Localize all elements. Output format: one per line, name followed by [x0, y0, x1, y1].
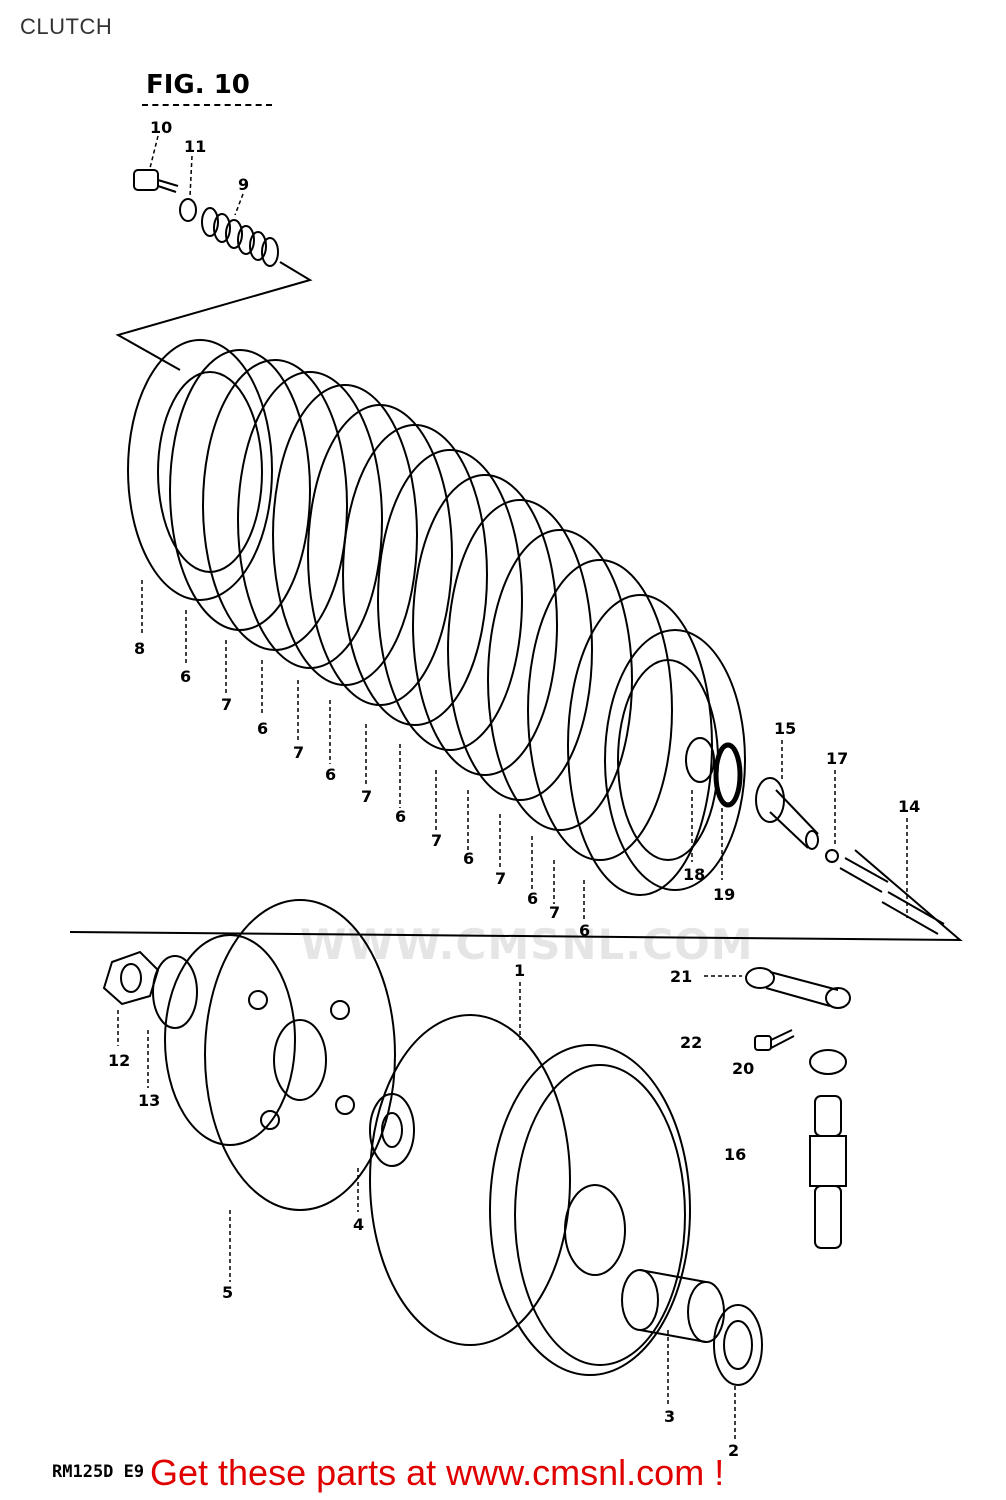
bolt-10-drawing [133, 169, 179, 193]
washer-11-drawing [179, 198, 197, 222]
figure-label: FIG. 10 [146, 70, 250, 100]
callout-plate-6d: 6 [395, 807, 406, 826]
callout-plate-6a: 6 [180, 667, 191, 686]
thrust-washer-4-drawing [369, 1093, 415, 1167]
callout-18: 18 [683, 865, 705, 884]
callout-3: 3 [664, 1407, 675, 1426]
callout-15: 15 [774, 719, 796, 738]
callout-5: 5 [222, 1283, 233, 1302]
sleeve-hub-5-drawing [164, 899, 396, 1211]
callout-13: 13 [138, 1091, 160, 1110]
callout-22: 22 [680, 1033, 702, 1052]
callout-19: 19 [713, 885, 735, 904]
callout-plate-6c: 6 [325, 765, 336, 784]
page-title: CLUTCH [20, 14, 113, 39]
push-rod-14-drawing [839, 857, 945, 935]
callout-10: 10 [150, 118, 172, 137]
callout-plate-6e: 6 [463, 849, 474, 868]
callout-plate-7e: 7 [495, 869, 506, 888]
callout-plate-7b: 7 [293, 743, 304, 762]
bearing-19-drawing [713, 742, 743, 808]
callout-12: 12 [108, 1051, 130, 1070]
callout-1: 1 [514, 961, 525, 980]
clutch-plate-stack [169, 349, 746, 896]
watermark: WWW.CMSNL.COM [300, 920, 754, 969]
primary-driven-gear-1-drawing [369, 1014, 691, 1376]
release-arm-21-drawing [745, 967, 851, 1009]
push-piece-15-drawing [755, 777, 819, 850]
bolt-22-drawing [754, 1029, 795, 1051]
callout-plate-7d: 7 [431, 831, 442, 850]
model-code: RM125D E9 [52, 1462, 145, 1482]
figure-label-underline [142, 104, 272, 106]
washer-18-drawing [685, 737, 715, 783]
callout-plate-7f: 7 [549, 903, 560, 922]
leader-guide-upper [115, 261, 313, 371]
lock-washer-13-drawing [152, 955, 198, 1029]
callout-17: 17 [826, 749, 848, 768]
callout-14: 14 [898, 797, 920, 816]
callout-plate-7a: 7 [221, 695, 232, 714]
nut-12-drawing [102, 950, 160, 1006]
callout-21: 21 [670, 967, 692, 986]
callout-20: 20 [732, 1059, 754, 1078]
spring-9-drawing [201, 207, 279, 267]
callout-9: 9 [238, 175, 249, 194]
callout-11: 11 [184, 137, 206, 156]
release-shaft-16-drawing [809, 1095, 847, 1249]
callout-plate-7c: 7 [361, 787, 372, 806]
get-parts-link[interactable]: Get these parts at www.cmsnl.com ! [150, 1452, 725, 1493]
washer-2-drawing [713, 1304, 763, 1386]
callout-4: 4 [353, 1215, 364, 1234]
callout-plate-6b: 6 [257, 719, 268, 738]
spacer-3-drawing [621, 1269, 725, 1343]
callout-8: 8 [134, 639, 145, 658]
callout-plate-6f: 6 [527, 889, 538, 908]
callout-16: 16 [724, 1145, 746, 1164]
pressure-plate-8-drawing [127, 339, 273, 601]
ball-17-drawing [825, 849, 839, 863]
callout-plate-6g: 6 [579, 921, 590, 940]
oil-seal-20-drawing [809, 1049, 847, 1075]
callout-2: 2 [728, 1441, 739, 1460]
leader-guide-lower [69, 849, 963, 942]
